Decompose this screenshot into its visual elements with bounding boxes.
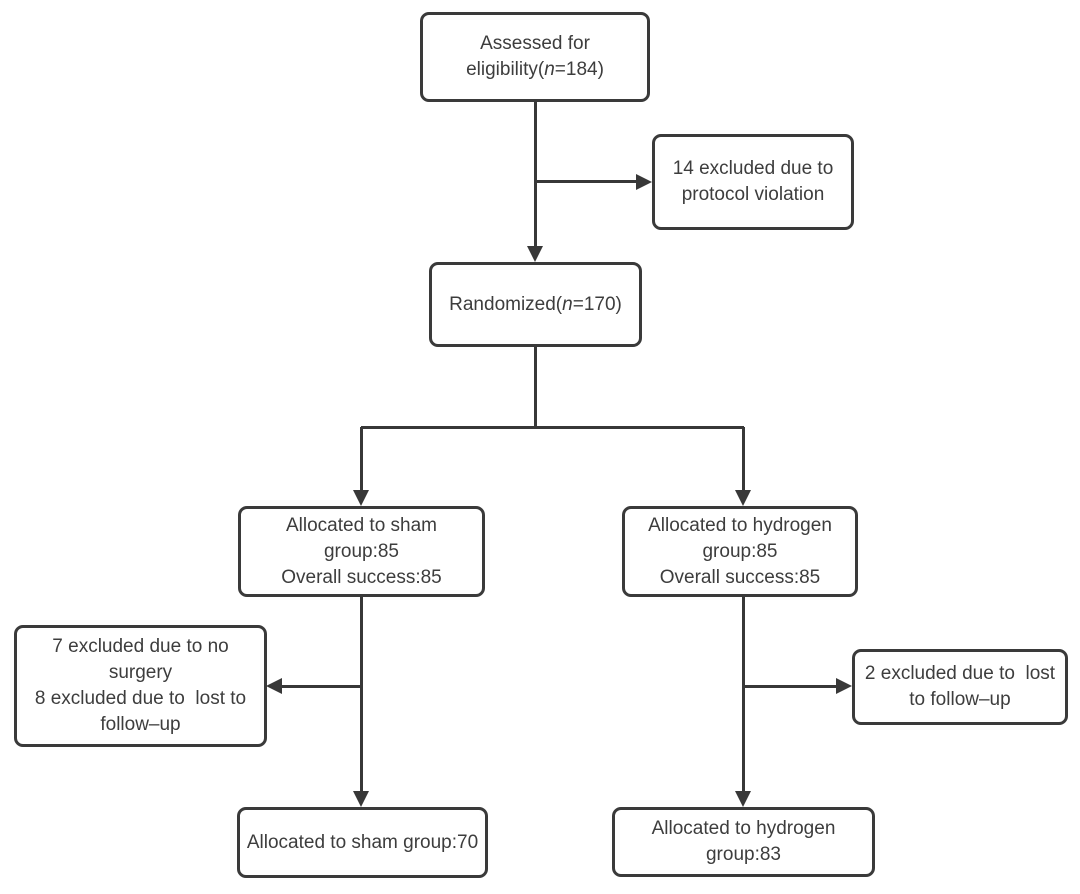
arrowhead-down-icon xyxy=(353,490,369,506)
box-text-line: surgery xyxy=(108,662,173,683)
box-label: 2 excluded due to lost to follow–up xyxy=(865,661,1055,713)
box-text-line: group:83 xyxy=(705,844,781,865)
connector-line xyxy=(535,180,636,183)
box-label: Allocated to hydrogen group:83 xyxy=(652,816,836,868)
box-text-line: group:85 xyxy=(323,540,399,562)
box-text-line: Allocated to sham xyxy=(285,514,437,536)
arrowhead-right-icon xyxy=(636,174,652,190)
connector-line xyxy=(534,102,537,247)
box-text-line: Allocated to sham group:70 xyxy=(246,831,479,853)
connector-line xyxy=(744,685,836,688)
box-label: Randomized(n=170) xyxy=(449,292,622,318)
box-label: Assessed for eligibility(n=184) xyxy=(466,31,604,83)
sham-excluded-box: 7 excluded due to no surgery 8 excluded … xyxy=(14,625,267,747)
box-label: Allocated to sham group:70 xyxy=(247,830,478,856)
connector-line xyxy=(361,426,744,429)
hydrogen-final-box: Allocated to hydrogen group:83 xyxy=(612,807,875,877)
arrowhead-down-icon xyxy=(353,791,369,807)
hydrogen-allocation-box: Allocated to hydrogen group:85 Overall s… xyxy=(622,506,858,597)
box-text-line: Overall success:85 xyxy=(659,566,821,588)
box-text-line: Allocated to hydrogen xyxy=(648,514,832,536)
box-text-line: 14 excluded due to xyxy=(672,158,834,179)
connector-line xyxy=(360,597,363,792)
box-text-line: follow–up xyxy=(100,714,181,735)
box-text-line: to follow–up xyxy=(909,689,1011,710)
hydrogen-excluded-box: 2 excluded due to lost to follow–up xyxy=(852,649,1068,725)
connector-line xyxy=(281,685,362,688)
box-text-line: protocol violation xyxy=(681,184,825,205)
box-label: 7 excluded due to no surgery 8 excluded … xyxy=(35,634,246,738)
arrowhead-left-icon xyxy=(266,678,282,694)
protocol-violation-excluded-box: 14 excluded due to protocol violation xyxy=(652,134,854,230)
connector-line xyxy=(742,427,745,491)
box-text-line: eligibility(n=184) xyxy=(466,59,604,80)
box-text-line: group:85 xyxy=(702,540,778,562)
randomized-box: Randomized(n=170) xyxy=(429,262,642,347)
arrowhead-right-icon xyxy=(836,678,852,694)
connector-line xyxy=(360,427,363,491)
box-text-line: Allocated to hydrogen xyxy=(651,818,836,839)
arrowhead-down-icon xyxy=(527,246,543,262)
connector-line xyxy=(534,347,537,427)
box-label: 14 excluded due to protocol violation xyxy=(673,156,834,208)
box-text-line: 2 excluded due to lost xyxy=(864,663,1056,684)
box-label: Allocated to hydrogen group:85 Overall s… xyxy=(648,513,832,591)
box-text-line: Randomized(n=170) xyxy=(449,293,622,315)
arrowhead-down-icon xyxy=(735,490,751,506)
italic-n: n xyxy=(544,59,555,80)
box-text-line: 8 excluded due to lost to xyxy=(34,688,247,709)
arrowhead-down-icon xyxy=(735,791,751,807)
sham-final-box: Allocated to sham group:70 xyxy=(237,807,488,878)
box-text-line: Assessed for xyxy=(480,33,590,54)
box-text-line: Overall success:85 xyxy=(281,566,442,588)
sham-allocation-box: Allocated to sham group:85 Overall succe… xyxy=(238,506,485,597)
assessed-eligibility-box: Assessed for eligibility(n=184) xyxy=(420,12,650,102)
box-label: Allocated to sham group:85 Overall succe… xyxy=(281,513,442,591)
italic-n: n xyxy=(562,293,573,315)
box-text-line: 7 excluded due to no xyxy=(52,636,229,657)
connector-line xyxy=(742,597,745,792)
